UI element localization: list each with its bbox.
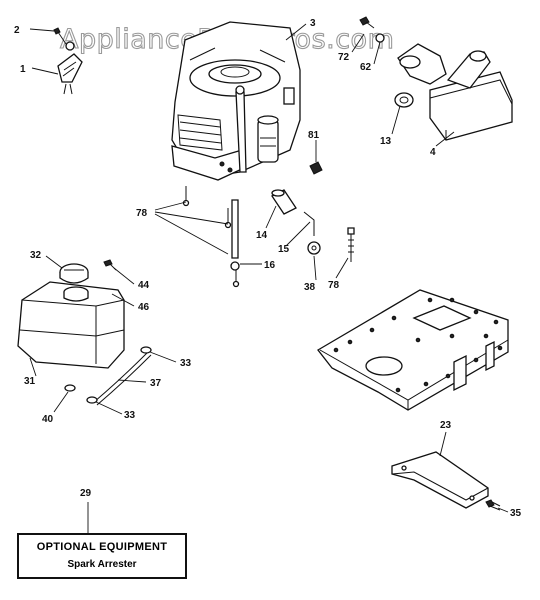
callout-35: 35 [510, 508, 522, 519]
callout-46: 46 [138, 302, 150, 313]
callout-1: 1 [20, 64, 26, 75]
plate-hole [347, 339, 353, 345]
callout-13: 13 [380, 136, 392, 147]
callout-38: 38 [304, 282, 316, 293]
ignition-switch [53, 27, 83, 95]
callout-33-bottom: 33 [124, 410, 136, 421]
callout-23: 23 [440, 420, 452, 431]
leader-lines [29, 23, 509, 533]
callout-14: 14 [256, 230, 268, 241]
engine-mounting-plate [317, 289, 509, 411]
callout-2: 2 [14, 25, 20, 36]
callout-78-left: 78 [136, 208, 148, 219]
callout-15: 15 [278, 244, 290, 255]
plate-hole [391, 315, 397, 321]
callout-81: 81 [308, 130, 320, 141]
callout-33-top: 33 [180, 358, 192, 369]
callout-44: 44 [138, 280, 150, 291]
callout-37: 37 [150, 378, 162, 389]
plate-hole [493, 319, 499, 325]
callout-40: 40 [42, 414, 54, 425]
plate-hole [497, 345, 503, 351]
plate-hole [427, 297, 433, 303]
plate-hole [483, 333, 489, 339]
engine-hardware [182, 161, 355, 288]
callout-72: 72 [338, 52, 350, 63]
engine [171, 21, 301, 181]
heat-shield [391, 451, 501, 511]
callout-4: 4 [430, 147, 436, 158]
callout-31: 31 [24, 376, 36, 387]
optional-equipment-box: OPTIONAL EQUIPMENT Spark Arrester [17, 533, 187, 579]
callout-16: 16 [264, 260, 276, 271]
plate-hole [423, 381, 429, 387]
callout-29: 29 [80, 488, 92, 499]
muffler-assembly [359, 16, 513, 141]
plate-hole [395, 387, 401, 393]
plate-hole [333, 347, 339, 353]
plate-hole [445, 373, 451, 379]
spark-arrester-label: Spark Arrester [67, 559, 137, 570]
plate-hole [369, 327, 375, 333]
callout-62: 62 [360, 62, 372, 73]
plate-hole [449, 333, 455, 339]
fuel-tank-assembly [17, 259, 152, 406]
callout-78-right: 78 [328, 280, 340, 291]
callout-labels: 2 1 3 72 62 13 4 81 78 14 15 16 38 78 32… [14, 18, 522, 519]
callout-3: 3 [310, 18, 316, 29]
optional-equipment-title: OPTIONAL EQUIPMENT [36, 541, 168, 553]
callout-32: 32 [30, 250, 42, 261]
plate-hole [473, 309, 479, 315]
plate-hole [473, 357, 479, 363]
plate-hole [415, 337, 421, 343]
plate-hole [449, 297, 455, 303]
